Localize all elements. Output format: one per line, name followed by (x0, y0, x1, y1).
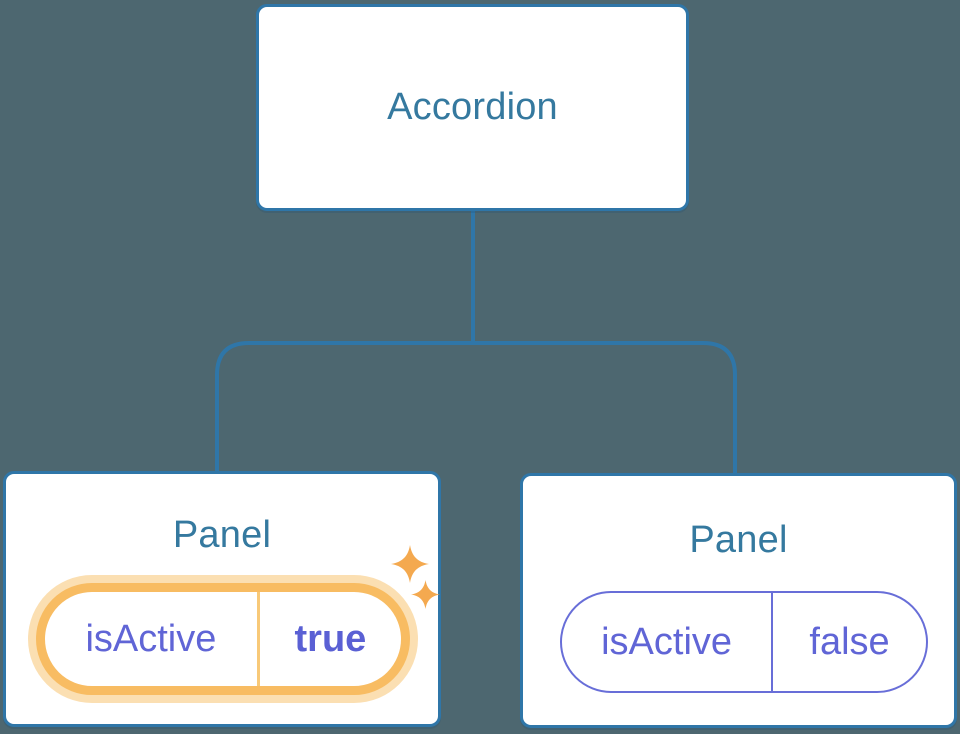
state-pill-inactive: isActive false (560, 591, 928, 693)
state-prop-name: isActive (601, 620, 733, 663)
state-pill-key-cell: isActive (562, 593, 774, 691)
accordion-node-label: Accordion (387, 86, 558, 128)
state-prop-value: true (294, 617, 367, 660)
state-pill-value-cell: false (773, 593, 926, 691)
state-prop-value: false (809, 620, 890, 663)
state-pill-value-cell: true (260, 592, 401, 686)
state-prop-name: isActive (85, 617, 217, 660)
state-pill-ring: isActive true (36, 583, 410, 695)
pill-divider (256, 592, 260, 686)
state-pill-key-cell: isActive (45, 592, 257, 686)
sparkles-icon (391, 545, 440, 609)
panel-node-inactive: Panel isActive false (520, 473, 957, 728)
panel-node-label: Panel (172, 514, 272, 556)
accordion-node: Accordion (256, 4, 689, 211)
panel-node-label: Panel (689, 519, 788, 561)
state-pill-active: isActive true (28, 575, 418, 703)
panel-node-active: Panel isActive true (3, 471, 441, 727)
